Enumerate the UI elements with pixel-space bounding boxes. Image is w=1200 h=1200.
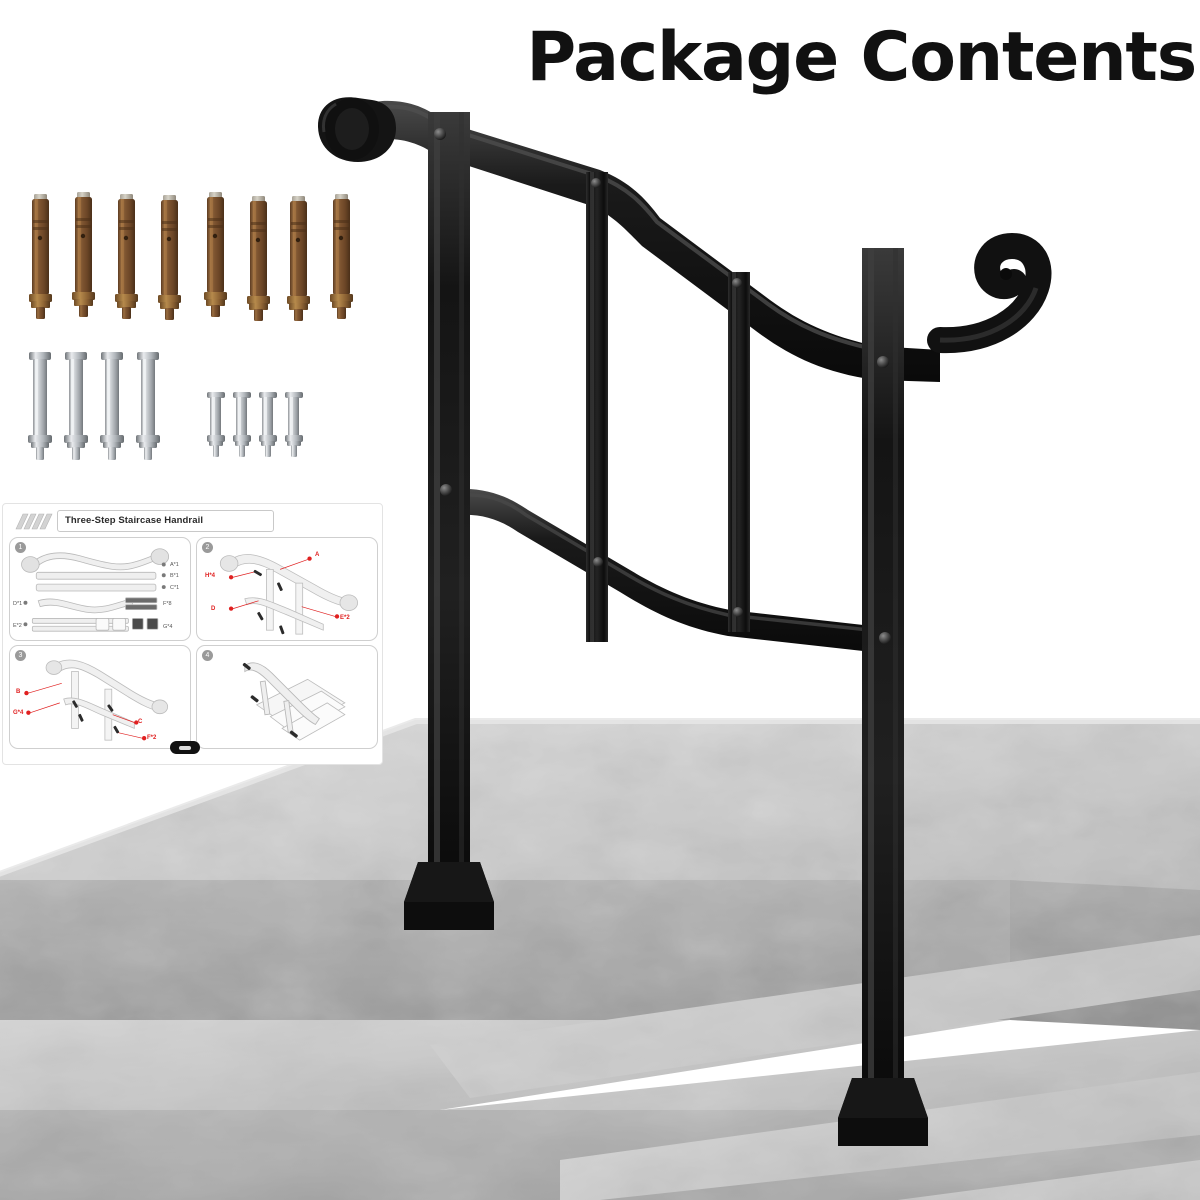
left-scroll-end <box>318 97 396 162</box>
long-hex-bolt <box>100 352 124 460</box>
short-hex-bolt <box>285 392 303 457</box>
long-hex-bolt <box>64 352 88 460</box>
anchor-bolt <box>330 194 353 319</box>
part-label-f: F*8 <box>163 601 172 607</box>
rivet-set <box>434 128 891 644</box>
manual-panel-2: 2 <box>196 537 378 641</box>
brand-badge-icon <box>170 741 200 754</box>
manual-title: Three-Step Staircase Handrail <box>65 515 204 526</box>
anchor-bolt-group <box>29 192 353 321</box>
anchor-bolt <box>115 194 138 319</box>
callout-f: F*2 <box>147 735 157 741</box>
assembly-diagram-step3 <box>24 659 169 741</box>
baluster-2 <box>728 272 750 632</box>
part-label-a: A*1 <box>170 562 179 568</box>
assembly-diagram-step2 <box>219 554 359 635</box>
page-title: Package Contents <box>526 18 1197 97</box>
callout-e: E*2 <box>340 615 350 621</box>
callout-b: B <box>16 689 21 695</box>
anchor-bolt <box>158 195 181 320</box>
staircase-handrail <box>318 97 1052 1146</box>
parts-diagram <box>21 548 170 632</box>
bottom-rail <box>450 488 890 654</box>
manual-header: Three-Step Staircase Handrail <box>9 509 376 533</box>
anchor-bolt <box>204 192 227 317</box>
long-hex-bolt <box>28 352 52 460</box>
callout-c: C <box>138 719 143 725</box>
brand-logo-icon <box>15 513 53 530</box>
anchor-bolt <box>247 196 270 321</box>
part-label-e: E*2 <box>13 623 22 629</box>
manual-panel-4: 4 <box>196 645 378 749</box>
baluster-1 <box>586 172 608 642</box>
manual-panel-3: 3 <box>9 645 191 749</box>
anchor-bolt <box>29 194 52 319</box>
panel-number: 4 <box>202 650 213 661</box>
panel-number: 2 <box>202 542 213 553</box>
callout-d: D <box>211 606 216 612</box>
part-label-b: B*1 <box>170 573 179 579</box>
short-hex-bolt <box>207 392 225 457</box>
top-rail <box>355 100 940 382</box>
handrail-post-right <box>838 248 928 1146</box>
anchor-bolt <box>72 192 95 317</box>
right-scroll-end <box>927 232 1052 354</box>
callout-g: G*4 <box>13 710 24 716</box>
long-hex-bolt <box>136 352 160 460</box>
handrail-post-left <box>404 112 494 930</box>
short-hex-bolt <box>259 392 277 457</box>
callout-h: H*4 <box>205 573 216 579</box>
part-label-c: C*1 <box>170 585 180 591</box>
manual-title-box: Three-Step Staircase Handrail <box>57 510 274 532</box>
final-installation-diagram <box>242 662 346 741</box>
panel-number: 1 <box>15 542 26 553</box>
short-hex-bolt <box>233 392 251 457</box>
instruction-manual: Three-Step Staircase Handrail 1 <box>2 503 383 765</box>
anchor-bolt <box>287 196 310 321</box>
panel-number: 3 <box>15 650 26 661</box>
callout-a: A <box>315 552 320 558</box>
silver-bolt-group <box>28 352 303 460</box>
part-label-d: D*1 <box>13 601 23 607</box>
part-label-g: G*4 <box>163 624 173 630</box>
manual-panel-1: 1 <box>9 537 191 641</box>
